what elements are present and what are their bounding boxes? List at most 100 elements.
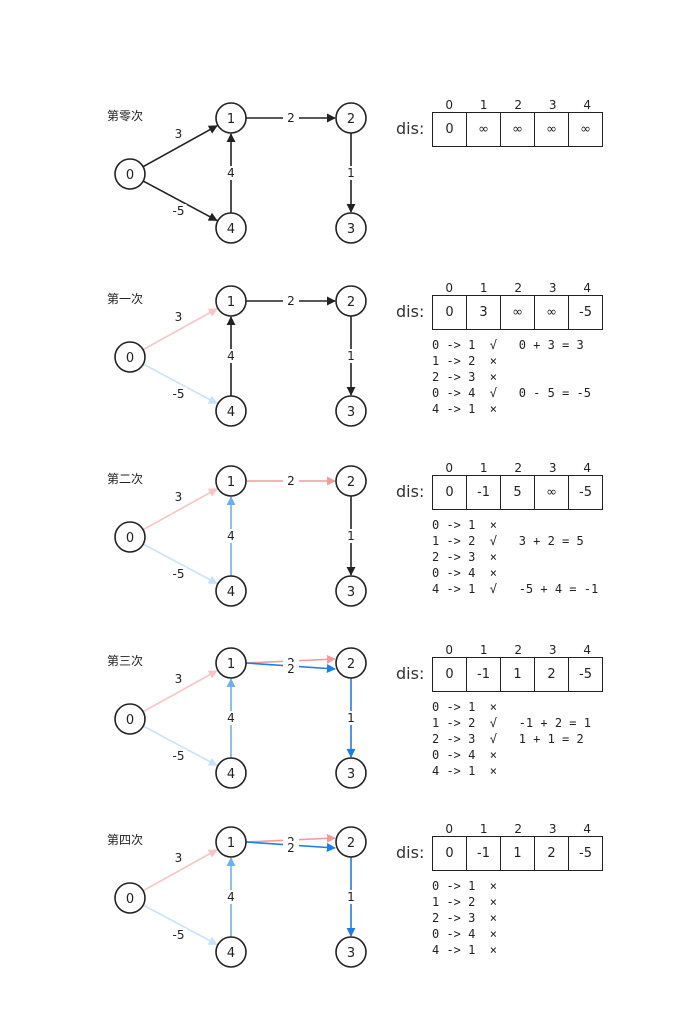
node-4: 4 [215,575,247,607]
edge-0-4: -5 [142,725,218,767]
edge-2-3: 1 [343,678,359,758]
dis-cell: ∞ [534,113,568,146]
edge-label: 3 [175,310,183,324]
dis-cell: 0 [445,122,454,137]
edge-label: -5 [173,749,185,763]
dis-index: 0 [445,461,454,475]
edge-0-4: -5 [142,543,218,585]
graph: 3-5221401234 [114,826,367,968]
dis-label: dis: [396,119,425,138]
edge-1-2: 2 [246,474,336,488]
dis-cell: 3 [466,296,500,329]
svg-text:0: 0 [126,713,134,728]
svg-text:2: 2 [347,112,355,127]
edge-1-2: 2 [246,294,336,308]
edge-4-1: 4 [223,496,239,576]
edge-1-2: 2 [246,111,336,125]
dis-cell: 2 [534,837,568,870]
svg-text:0: 0 [126,892,134,907]
log-line: 0 -> 4 √ 0 - 5 = -5 [432,386,591,400]
graph: 3-5221401234 [114,647,367,789]
edge-2-3: 1 [343,857,359,937]
svg-text:1: 1 [227,657,235,672]
dis-label: dis: [396,843,425,862]
edge-label: 3 [175,490,183,504]
dis-index: 1 [479,822,488,836]
dis-label: dis: [396,302,425,321]
dis-index: 2 [514,643,523,657]
edge-label: 2 [287,111,295,125]
node-4: 4 [215,757,247,789]
svg-text:3: 3 [347,585,355,600]
dis-cell: -1 [466,658,500,691]
dis-cell: 1 [500,658,534,691]
log-line: 4 -> 1 × [432,402,498,416]
dis-cell: -1 [466,837,500,870]
edge-label: -5 [173,567,185,581]
svg-text:2: 2 [347,475,355,490]
dis-index: 2 [514,281,523,295]
dis-cell: 1 [500,837,534,870]
dis-index: 1 [479,98,488,112]
svg-text:4: 4 [227,405,235,420]
edge-label: -5 [173,387,185,401]
dis-index: 1 [479,281,488,295]
svg-text:1: 1 [227,836,235,851]
log-line: 4 -> 1 √ -5 + 4 = -1 [432,582,599,596]
edge-2-3: 1 [343,316,359,396]
edge-label: 2 [287,294,295,308]
dis-index: 3 [548,643,557,657]
edge-label: 2 [287,841,295,855]
svg-text:3: 3 [347,405,355,420]
node-3: 3 [335,757,367,789]
dis-cell: 0 [445,846,454,861]
dis-index: 2 [514,98,523,112]
node-0: 0 [114,158,146,190]
edge-0-4: -5 [142,363,218,405]
node-2: 2 [335,285,367,317]
iteration-title: 第二次 [107,472,144,486]
edge-label: 1 [347,711,355,725]
dis-index: 2 [514,461,523,475]
dis-cell: ∞ [466,113,500,146]
log-line: 0 -> 1 × [432,700,498,714]
dis-index: 4 [583,98,592,112]
dis-index: 4 [583,461,592,475]
svg-text:2: 2 [347,295,355,310]
dis-index: 4 [583,822,592,836]
dis-cell: -5 [568,658,602,691]
dis-index: 3 [548,822,557,836]
iteration-title: 第三次 [107,654,144,668]
edge-label: 1 [347,529,355,543]
svg-text:1: 1 [227,475,235,490]
svg-text:2: 2 [347,657,355,672]
node-1: 1 [215,285,247,317]
dis-cell: ∞ [568,113,602,146]
log-line: 2 -> 3 × [432,911,498,925]
iteration-title: 第一次 [107,292,144,306]
edge-2-3: 1 [343,496,359,576]
node-1: 1 [215,647,247,679]
log-line: 2 -> 3 × [432,370,498,384]
edge-label: 1 [347,166,355,180]
iteration-title: 第零次 [107,109,144,123]
dis-label: dis: [396,482,425,501]
edge-label: 4 [227,711,235,725]
dis-cell: -1 [466,476,500,509]
edge-1-2: 2 [245,662,336,676]
edge-label: 4 [227,890,235,904]
log-line: 4 -> 1 × [432,943,498,957]
